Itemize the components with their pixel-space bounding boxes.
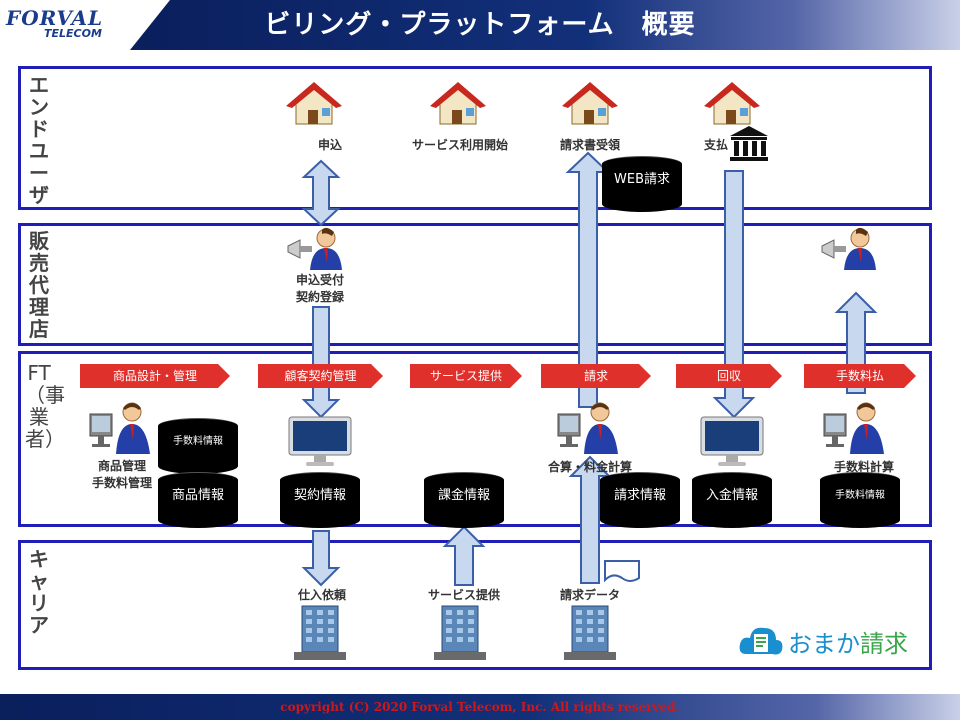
lane-agency xyxy=(18,223,932,346)
double-arrow-apply xyxy=(301,159,341,227)
person-computer-icon xyxy=(823,402,884,454)
monitor-icon xyxy=(700,416,764,466)
building-icon xyxy=(294,605,346,660)
bank-icon xyxy=(730,126,768,161)
down-arrow-payment xyxy=(712,170,756,419)
label-payment: 支払 xyxy=(703,138,728,152)
label-commission-calc: 手数料計算 xyxy=(833,460,894,474)
db-billing-data-info: 課金情報 xyxy=(424,472,504,528)
footer-bar xyxy=(0,694,960,720)
logo-text-main: FORVAL xyxy=(6,6,104,30)
label-product-mgmt: 商品管理 手数料管理 xyxy=(91,459,152,490)
label-calc: 合算・料金計算 xyxy=(547,460,632,474)
house-icon xyxy=(562,82,618,125)
db-product-info: 商品情報 xyxy=(158,472,238,528)
person-computer-icon xyxy=(89,402,150,454)
label-service-start: サービス利用開始 xyxy=(411,138,508,152)
db-commission-info-2: 手数料情報 xyxy=(820,472,900,528)
house-icon xyxy=(286,82,342,125)
building-icon xyxy=(434,605,486,660)
lane-end-user xyxy=(18,66,932,210)
down-arrow-purchase xyxy=(301,530,341,587)
document-icon xyxy=(604,560,640,583)
step-billing: 請求 xyxy=(541,364,651,388)
omakase-text-b: 請求 xyxy=(860,630,908,658)
db-invoice-info: 請求情報 xyxy=(600,472,680,528)
copyright-text: copyright (C) 2020 Forval Telecom, Inc. … xyxy=(280,700,680,714)
house-icon xyxy=(704,82,760,125)
db-web-billing: WEB請求 xyxy=(602,156,682,212)
db-payment-info: 入金情報 xyxy=(692,472,772,528)
step-contract-mgmt: 顧客契約管理 xyxy=(258,364,383,388)
house-icon xyxy=(430,82,486,125)
step-product-design: 商品設計・管理 xyxy=(80,364,230,388)
label-invoice-receipt: 請求書受領 xyxy=(559,138,620,152)
building-icon xyxy=(564,605,616,660)
db-contract-info: 契約情報 xyxy=(280,472,360,528)
db-commission-info: 手数料情報 xyxy=(158,418,238,474)
person-computer-icon xyxy=(557,402,618,454)
label-apply: 申込 xyxy=(317,138,342,152)
lane-label-carrier: キャリア xyxy=(29,547,49,637)
omakase-text-a: おまか xyxy=(788,630,860,658)
person-megaphone-icon xyxy=(287,227,342,270)
label-service-provision: サービス提供 xyxy=(427,588,500,602)
step-commission: 手数料払 xyxy=(804,364,916,388)
up-arrow-service xyxy=(442,525,486,586)
lane-label-agency: 販売代理店 xyxy=(29,229,49,341)
omakase-logo: おまか請求 xyxy=(738,620,928,660)
person-megaphone-icon xyxy=(821,227,876,270)
forval-logo: FORVAL TELECOM xyxy=(6,6,126,44)
page-title: ビリング・プラットフォーム 概要 xyxy=(264,10,696,40)
lane-label-end-user: エンドユーザ xyxy=(29,73,49,207)
step-collection: 回収 xyxy=(676,364,782,388)
title-banner xyxy=(130,0,960,50)
logo-text-sub: TELECOM xyxy=(44,27,102,40)
lane-label-ft: FT（事業者） xyxy=(25,361,65,451)
up-arrow-commission xyxy=(834,291,878,394)
cloud-icon xyxy=(739,627,783,655)
step-service: サービス提供 xyxy=(410,364,522,388)
down-arrow-contract xyxy=(301,306,341,419)
label-purchase-request: 仕入依頼 xyxy=(297,588,346,602)
monitor-icon xyxy=(288,416,352,466)
label-billing-data: 請求データ xyxy=(559,588,620,602)
label-reception: 申込受付 契約登録 xyxy=(295,273,344,304)
